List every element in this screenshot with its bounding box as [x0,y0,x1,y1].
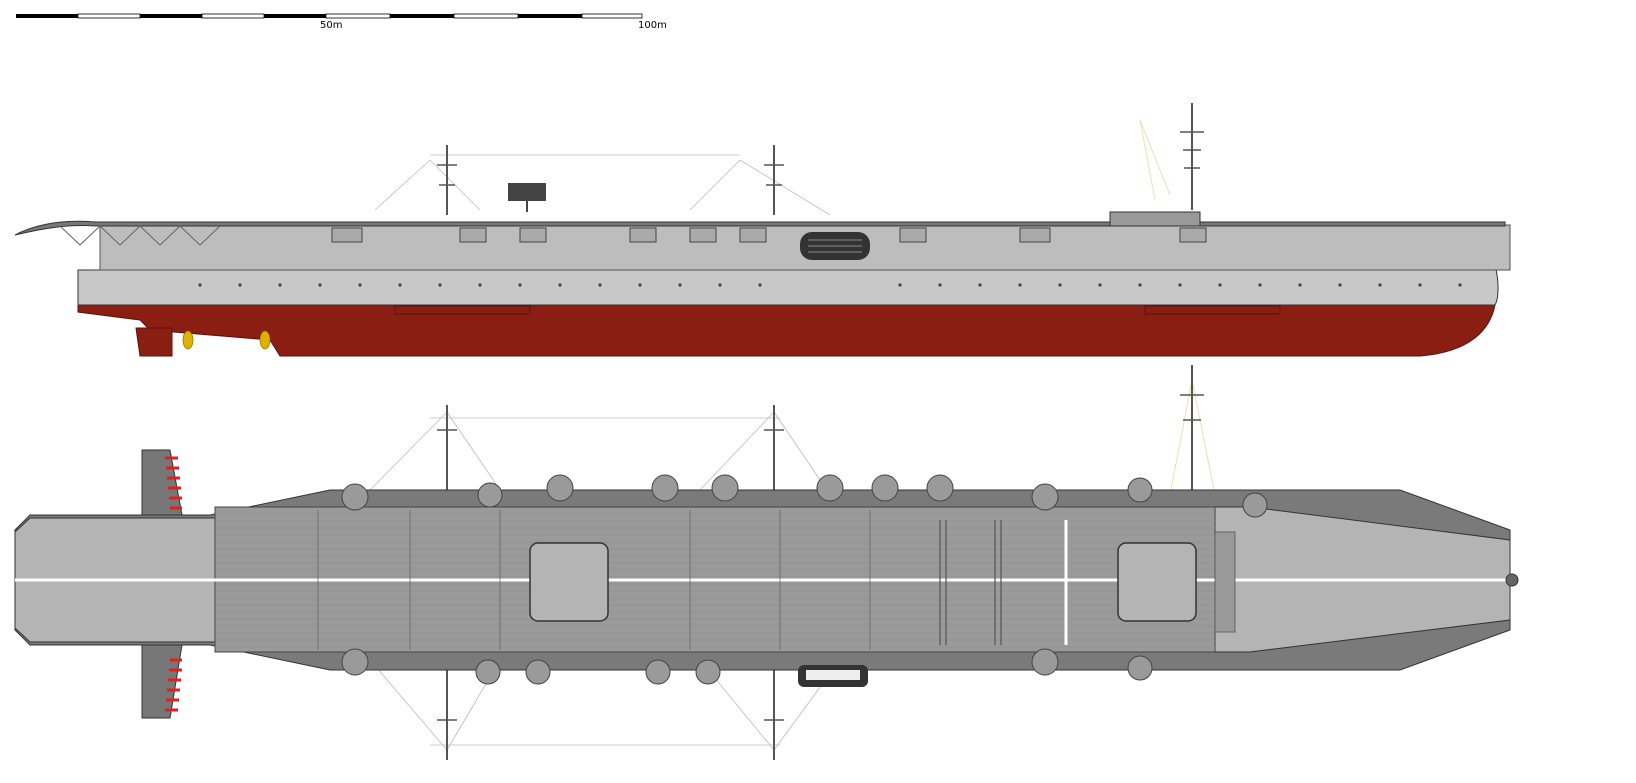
bow-panel [1214,531,1236,633]
scale-segment [518,14,582,18]
island [1109,211,1201,227]
plan-masts [437,365,1204,760]
bow-anchor-icon [1505,573,1519,587]
profile-mast-1 [437,145,457,215]
stern-landing-markers [141,449,183,719]
scale-label-50m: 50m [320,20,343,31]
profile-rigging [374,119,1171,216]
arresting-barriers [939,520,1002,645]
scale-bar: 50m 100m [0,0,1636,40]
scale-label-100m: 100m [638,20,667,31]
stern-truss [59,225,221,246]
rudder [135,327,173,357]
gun-tubs-profile [331,227,1207,243]
scale-segment [264,14,326,18]
profile-view [14,103,1511,357]
propeller-icon [182,330,271,350]
gun-tubs-plan-bottom [341,648,1153,685]
deck-planking [215,513,1215,648]
forward-elevator [529,542,609,622]
profile-mast-2 [764,145,784,215]
gun-tubs-plan-top [341,474,1268,518]
scale-segment [16,14,78,18]
scale-bar-graphic [16,13,643,19]
plan-view [14,365,1519,760]
plan-rigging [369,379,1216,751]
scale-segment [390,14,454,18]
hull-bottom [77,304,1496,357]
hull-side [77,264,1499,306]
profile-island-mast [1180,103,1204,210]
radar-antenna [508,183,546,201]
aft-elevator [1117,542,1197,622]
scale-segment [140,14,202,18]
portholes [198,283,1462,287]
scale-segment [581,13,643,19]
